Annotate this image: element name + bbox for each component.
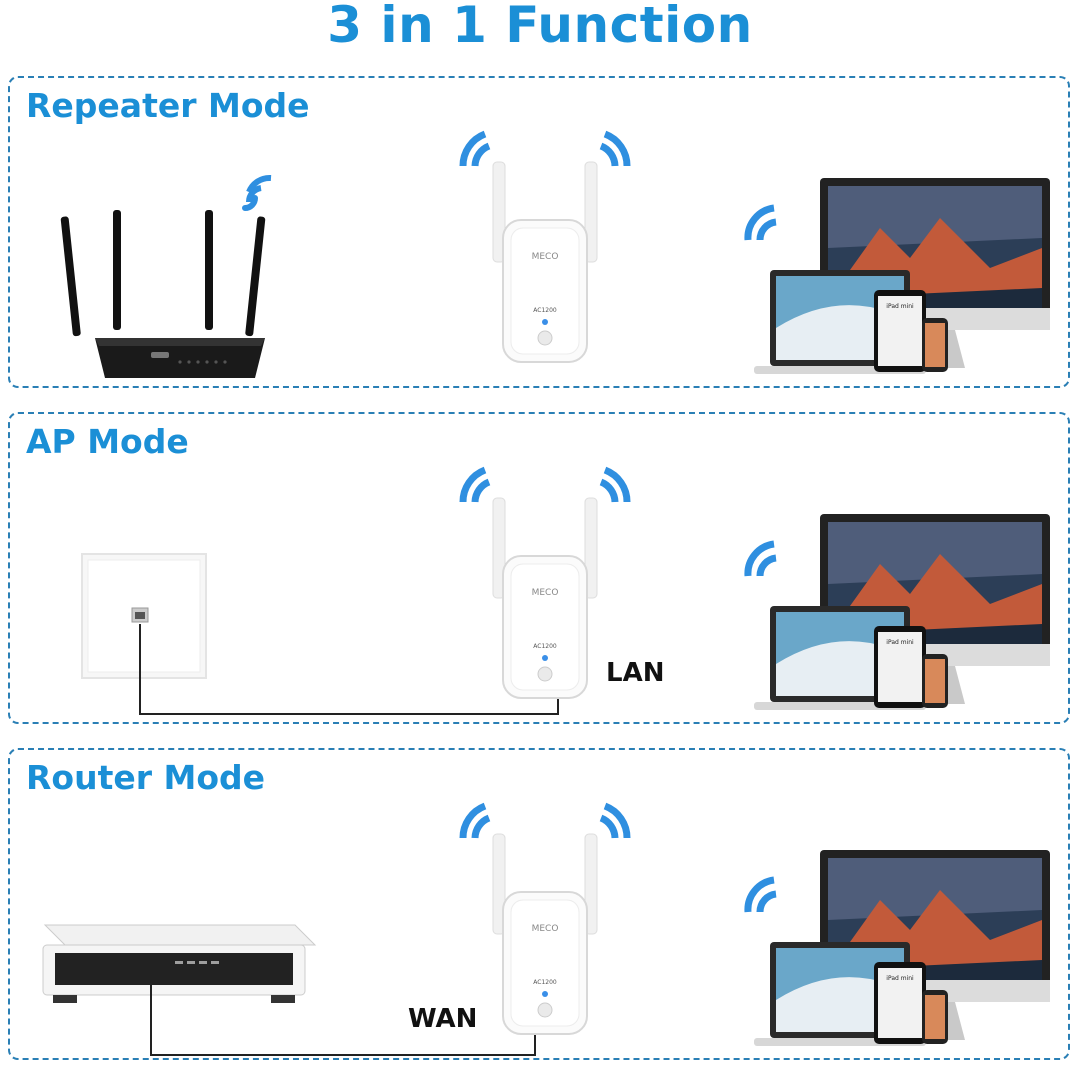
wan-cable (150, 975, 536, 1056)
tablet-label: iPad mini (886, 303, 914, 310)
client-devices-icon: iPad mini (744, 514, 1050, 710)
page-title: 3 in 1 Function (327, 0, 753, 54)
client-devices-icon: iPad mini (744, 178, 1050, 374)
wan-port-label: WAN (408, 1004, 478, 1034)
client-devices-icon: iPad mini (744, 850, 1050, 1046)
panel-label-repeater: Repeater Mode (26, 86, 310, 125)
extender-brand: MECO (532, 924, 559, 934)
router-icon (60, 210, 266, 378)
repeater-mode-panel: Repeater Mode (8, 76, 1070, 388)
panel-label-router: Router Mode (26, 758, 266, 797)
extender-model: AC1200 (533, 643, 557, 650)
router-mode-panel: Router Mode MECO AC1200 WAN (8, 748, 1070, 1060)
panel-label-ap: AP Mode (26, 422, 189, 461)
extender-model: AC1200 (533, 979, 557, 986)
tablet-label: iPad mini (886, 975, 914, 982)
extender-brand: MECO (532, 252, 559, 262)
ap-mode-panel: AP Mode MECO AC1200 LAN (8, 412, 1070, 724)
extender-device: MECO AC1200 (459, 802, 631, 1035)
tablet-label: iPad mini (886, 639, 914, 646)
wifi-signal-icon (242, 174, 272, 211)
extender-brand: MECO (532, 588, 559, 598)
lan-port-label: LAN (606, 658, 665, 688)
lan-cable (139, 624, 559, 715)
extender-model: AC1200 (533, 307, 557, 314)
modem-icon (42, 924, 317, 1003)
extender-device: MECO AC1200 (459, 466, 631, 699)
extender-device: MECO AC1200 (459, 130, 631, 363)
ethernet-wall-socket-icon (81, 553, 207, 679)
